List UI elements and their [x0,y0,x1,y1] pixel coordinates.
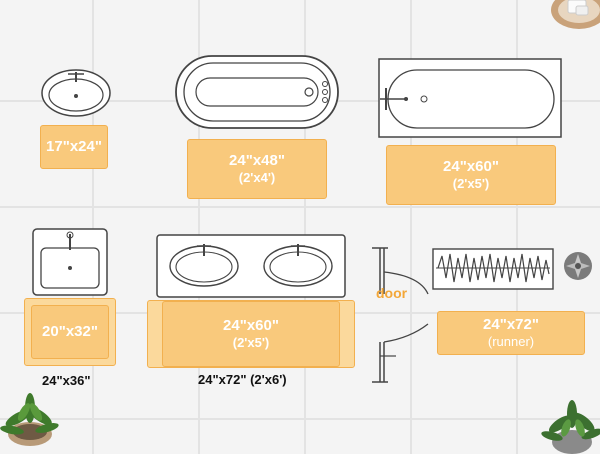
door-swing [372,247,429,383]
square-vanity-sink [32,228,108,296]
rug-tub-24x60: 24"x60" (2'x5') [386,145,556,205]
rug-outline-24x36: 20"x32" [24,298,116,366]
potted-plant-right [541,400,600,454]
oval-sink [41,69,111,117]
oval-bathtub [175,55,339,129]
rug-tub-24x48: 24"x48" (2'x4') [187,139,327,199]
vanity-rug-caption: 24"x36" [42,373,91,388]
rug-feet-label: (2'x4') [238,170,276,186]
rug-runner-label: (runner) [487,334,535,350]
rug-double-vanity-24x60: 24"x60" (2'x5') [162,301,340,367]
rug-vanity-20x32: 20"x32" [31,305,109,359]
door-label: door [376,285,408,301]
alcove-bathtub [378,58,562,138]
potted-plant-left [0,393,59,446]
rug-size-label: 24"x72" [483,315,539,333]
rug-size-label: 24"x60" [223,316,279,334]
rug-size-label: 24"x48" [229,151,285,169]
rug-size-label: 20"x32" [42,322,98,340]
rug-runner-24x72: 24"x72" (runner) [437,311,585,355]
double-vanity [156,234,346,298]
soap-dish-decor [551,0,600,29]
rug-feet-label: (2'x5') [232,335,270,351]
radiator [432,248,554,290]
rug-sink-17x24: 17"x24" [40,125,108,169]
decor-flower-dish [564,252,592,280]
rug-feet-label: (2'x5') [452,176,490,192]
rug-size-label: 24"x60" [443,157,499,175]
rug-size-label: 17"x24" [46,137,102,155]
double-vanity-rug-caption: 24"x72" (2'x6') [198,372,287,387]
rug-outline-24x72: 24"x60" (2'x5') [147,300,355,368]
